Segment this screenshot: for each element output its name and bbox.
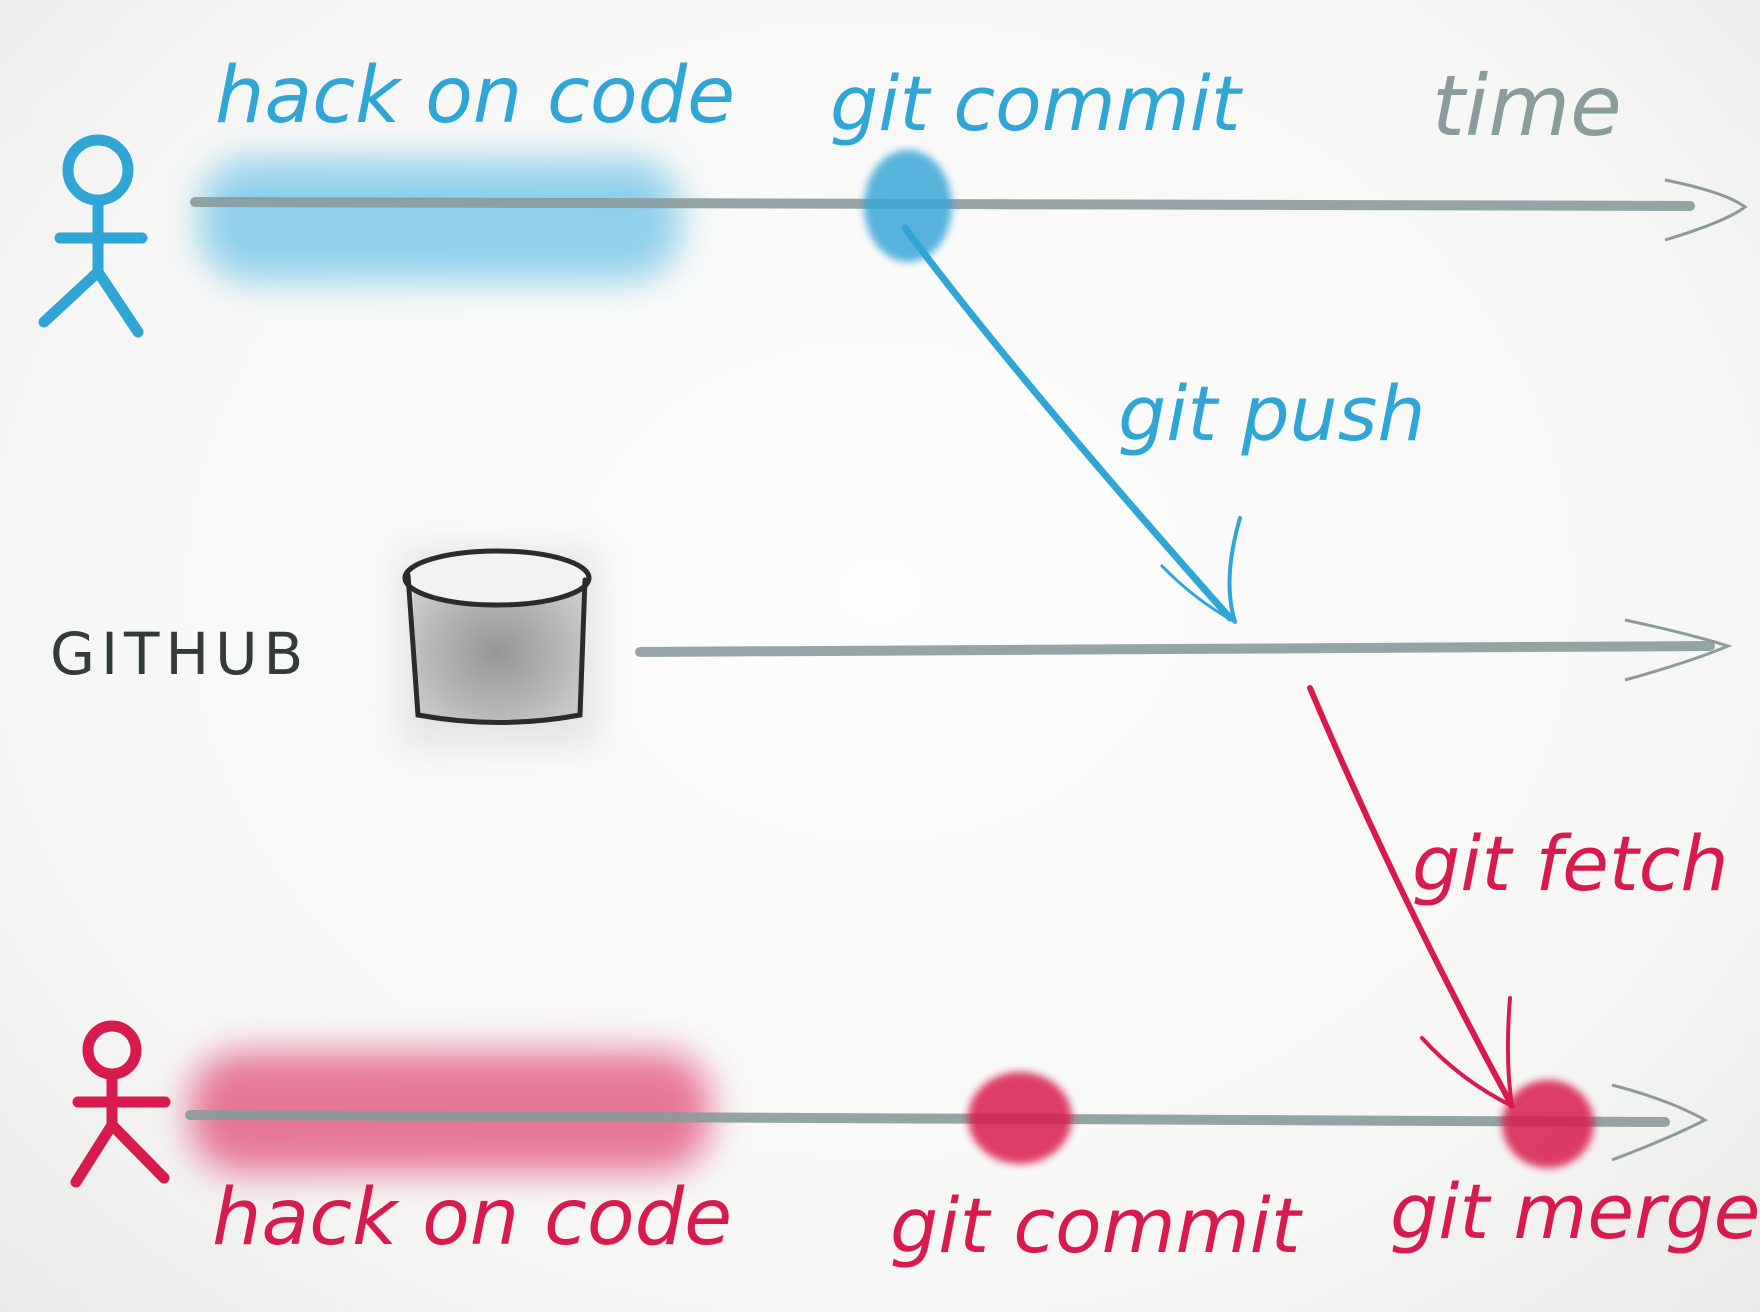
- bottom-commit-dot: [968, 1072, 1072, 1164]
- bottom-hack-label: hack on code: [212, 1173, 732, 1263]
- top-developer-lane: [38, 134, 1748, 624]
- bottom-developer-lane: [70, 685, 1709, 1188]
- stick-figure-icon: [70, 1020, 171, 1188]
- github-timeline-arrowhead: [1624, 618, 1733, 682]
- bottom-timeline: [185, 1110, 1670, 1127]
- time-label: time: [1432, 57, 1622, 155]
- bottom-timeline-arrowhead: [1611, 1083, 1709, 1162]
- stick-figure-icon: [38, 134, 148, 338]
- top-timeline-arrowhead: [1664, 178, 1748, 242]
- push-label: git push: [1118, 369, 1426, 458]
- top-commit-label: git commit: [830, 59, 1244, 148]
- top-hack-label: hack on code: [215, 51, 735, 141]
- github-label: GITHUB: [50, 620, 309, 688]
- fetch-label: git fetch: [1412, 819, 1729, 908]
- top-hack-highlight: [200, 160, 680, 280]
- top-commit-dot: [864, 150, 952, 262]
- bottom-commit-label: git commit: [890, 1181, 1304, 1270]
- bucket-repository-icon: [400, 548, 600, 748]
- github-lane: [400, 548, 1733, 748]
- merge-dot: [1502, 1080, 1594, 1168]
- merge-label: git merge: [1390, 1167, 1760, 1256]
- push-arrow-icon: [901, 224, 1242, 624]
- fetch-arrow-icon: [1307, 685, 1515, 1109]
- github-timeline: [635, 641, 1715, 657]
